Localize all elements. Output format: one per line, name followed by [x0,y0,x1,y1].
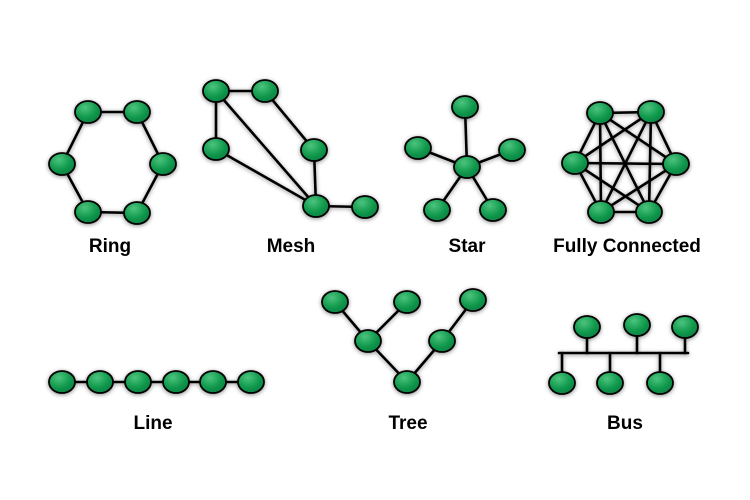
network-node [48,370,76,394]
network-node [596,371,624,395]
topology-label-bus: Bus [607,413,643,434]
network-node [646,371,674,395]
network-node [498,138,526,162]
network-node [635,200,663,224]
network-node [393,290,421,314]
network-node [351,195,379,219]
network-node [453,155,481,179]
network-node [428,329,456,353]
network-node [459,288,487,312]
network-node [251,79,279,103]
network-node [548,371,576,395]
network-node [237,370,265,394]
network-node [623,313,651,337]
network-node [86,370,114,394]
topology-label-mesh: Mesh [267,236,316,257]
edge-line [599,162,678,214]
network-node [423,198,451,222]
network-node [302,194,330,218]
network-node [123,201,151,225]
network-node [671,315,699,339]
network-node [123,100,151,124]
network-node [586,101,614,125]
edge-line [573,161,678,166]
topology-label-star: Star [449,236,487,257]
topology-label-fully-connected: Fully Connected [553,236,701,257]
network-node [74,100,102,124]
edge-line [214,89,318,208]
edge-line [573,110,653,165]
network-node [149,152,177,176]
network-node [300,138,328,162]
network-node [637,100,665,124]
edge-line [214,147,318,208]
topology-star [404,95,526,222]
network-node [202,137,230,161]
topology-label-line: Line [133,413,172,434]
topology-bus [548,313,699,395]
edge-line [647,110,653,214]
topology-line [48,370,265,394]
edge-line [263,89,316,152]
network-node [354,329,382,353]
network-node [124,370,152,394]
topology-fully-connected [561,100,690,224]
network-node [74,200,102,224]
network-node [662,152,690,176]
network-node [393,370,421,394]
topology-tree [321,288,487,394]
network-node [587,200,615,224]
network-node [48,152,76,176]
network-node [573,315,601,339]
network-node [561,151,589,175]
network-node [199,370,227,394]
edge-line [573,161,651,214]
network-node [202,79,230,103]
network-node [321,290,349,314]
topology-label-tree: Tree [388,413,427,434]
topology-label-ring: Ring [89,236,131,257]
network-node [451,95,479,119]
topology-ring [48,100,177,225]
network-node [162,370,190,394]
edge-line [599,110,653,214]
network-node [404,136,432,160]
topology-mesh [202,79,379,219]
network-node [479,198,507,222]
